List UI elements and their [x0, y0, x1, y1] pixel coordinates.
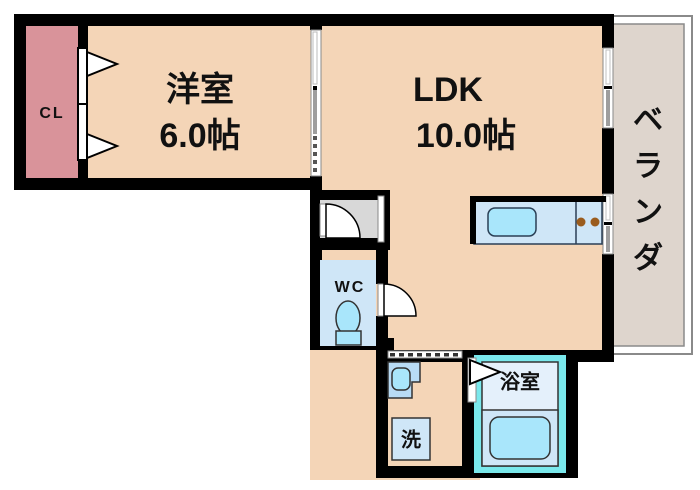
bathroom: 浴室 [467, 355, 566, 473]
washroom-door-dash-3-icon [408, 353, 413, 357]
kitchen-counter [470, 196, 606, 245]
entrance-frame-right [377, 195, 385, 243]
wall-washroom-bottom [376, 466, 474, 478]
closet-door-arrow-bottom-icon [86, 132, 120, 160]
ldk-size: 10.0帖 [416, 117, 516, 155]
toilet-label: WC [335, 279, 366, 296]
bathtub-icon [489, 416, 551, 460]
sliding-door-panel-a [312, 31, 318, 85]
window-upper-sash-b [606, 90, 610, 126]
toilet-door-swing-icon [383, 283, 417, 317]
wall-bath-right [566, 350, 578, 478]
entrance [319, 195, 385, 243]
washroom-door-dash-2-icon [399, 353, 404, 357]
closet-door-arrow-top-icon [86, 50, 120, 78]
wall-closet-bottom [78, 154, 88, 182]
stove-burner-2-icon [590, 217, 600, 227]
washroom-door[interactable] [387, 350, 463, 359]
kitchen-sink-icon [487, 207, 537, 237]
wall-wc-right-top [376, 250, 388, 284]
closet-door-leaf-top [77, 47, 88, 105]
wall-right-1 [602, 14, 614, 48]
toilet-door[interactable] [377, 283, 417, 317]
toilet-tank-icon [335, 330, 362, 346]
bedroom-size: 6.0帖 [159, 117, 240, 155]
window-lower-sash-b [606, 226, 610, 252]
wall-wc-left [310, 250, 320, 350]
washroom-door-dash-8-icon [453, 353, 458, 357]
veranda-label-char-0: ベ [633, 104, 663, 137]
kitchen-back-wall [470, 196, 606, 202]
wall-hall-left-1 [310, 190, 322, 240]
kitchen-side-wall [470, 196, 476, 244]
wall-entry-bottom [310, 238, 390, 250]
wall-washroom-left [376, 350, 388, 478]
wall-right-3 [602, 254, 614, 362]
washroom-door-dash-5-icon [426, 353, 431, 357]
washer-label: 洗 [401, 428, 421, 451]
closet-label: CL [39, 105, 64, 122]
wall-entry-right [380, 190, 390, 242]
veranda-label-char-1: ラ [633, 150, 663, 183]
veranda-window-upper[interactable] [602, 47, 614, 129]
sliding-door-panel-b [313, 90, 317, 134]
window-lower-sash-a [605, 195, 611, 221]
washroom-door-dash-1-icon [390, 353, 395, 357]
ldk-label: LDK [413, 71, 483, 109]
washroom: 洗 [387, 350, 463, 461]
entrance-door-leaf [319, 203, 327, 237]
bathroom-door-arrow-icon [469, 358, 503, 386]
closet-door-leaf-bottom [77, 103, 88, 161]
bathroom-door[interactable] [467, 357, 503, 403]
wash-basin-bowl-icon [391, 367, 411, 391]
closet-door-bottom[interactable] [77, 103, 120, 161]
wall-top-ldk [310, 14, 614, 26]
wall-closet-top [78, 26, 88, 54]
veranda-label-char-3: ダ [633, 241, 663, 275]
wall-wc-right-bottom [376, 316, 388, 350]
veranda-label-char-2: ン [633, 196, 663, 229]
toilet-room: WC [320, 260, 376, 346]
entrance-door-swing-icon[interactable] [325, 203, 361, 239]
washroom-door-dash-7-icon [444, 353, 449, 357]
wall-top-left [14, 14, 322, 26]
sliding-door-stop [313, 86, 317, 90]
window-lower-mullion [604, 222, 612, 225]
bathroom-label: 浴室 [500, 369, 540, 393]
washroom-door-dash-4-icon [417, 353, 422, 357]
window-upper-sash-a [605, 49, 611, 85]
sliding-door-dash-pattern-icon [313, 136, 317, 172]
stove-burner-1-icon [576, 217, 586, 227]
wall-bottom-bedroom [14, 178, 322, 190]
veranda: ベ ラ ン ダ [603, 15, 693, 355]
bedroom-ldk-sliding-door[interactable] [310, 29, 322, 177]
washroom-door-dash-6-icon [435, 353, 440, 357]
veranda-window-lower[interactable] [602, 193, 614, 255]
veranda-floor [611, 23, 685, 347]
washer-space-icon [391, 417, 431, 461]
wall-partition-bottom [310, 176, 322, 192]
bedroom-label: 洋室 [166, 70, 234, 109]
wall-entry-top [310, 190, 390, 200]
wall-left-exterior [14, 14, 26, 190]
washroom-door-track [387, 350, 463, 359]
window-upper-mullion [604, 86, 612, 89]
wall-right-2 [602, 128, 614, 194]
toilet-bowl-icon [335, 300, 361, 336]
closet-floor [26, 26, 78, 182]
toilet-door-leaf [377, 283, 385, 317]
